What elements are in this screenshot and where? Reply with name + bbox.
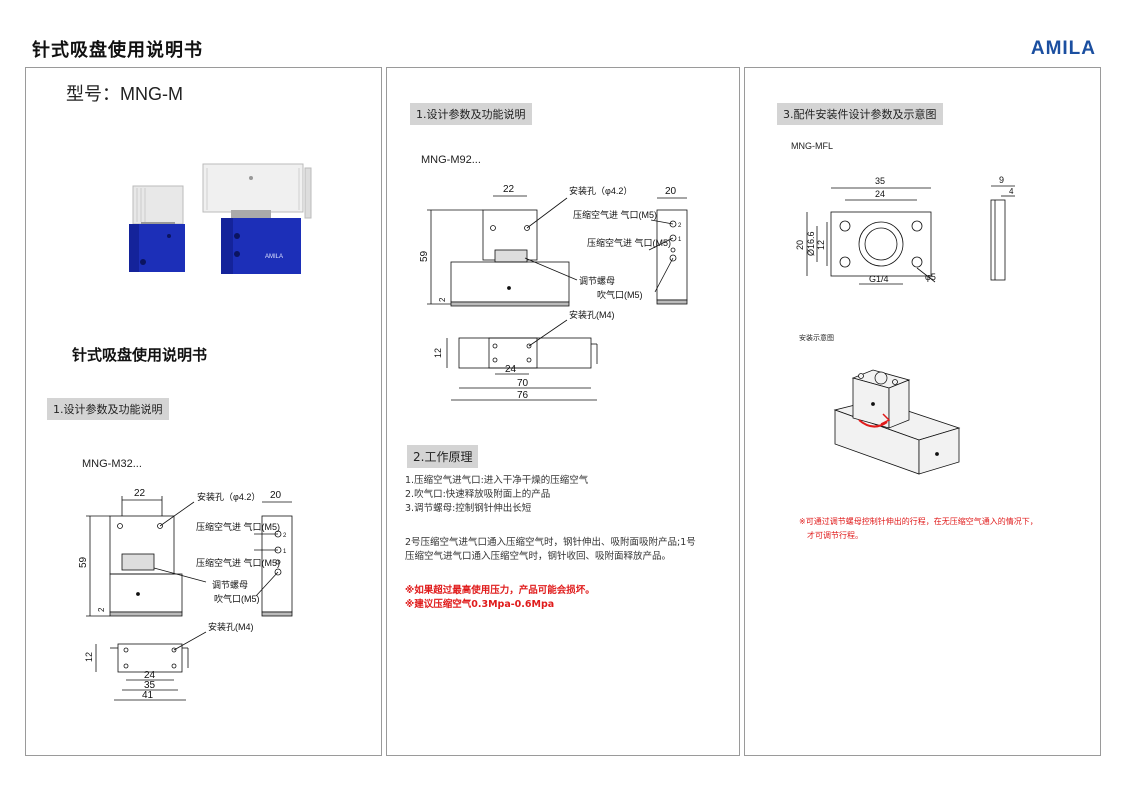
operation-line-2: 压缩空气进气口通入压缩空气时，钢针收回、吸附面释放产品。 <box>405 551 672 562</box>
label-air-inlet-2: 压缩空气进 气口(M5) <box>196 521 280 532</box>
page-title: 针式吸盘使用说明书 <box>32 40 203 61</box>
label-air-inlet-2: 压缩空气进 气口(M5) <box>573 209 657 220</box>
principle-line-1: 1.压缩空气进气口:进入干净干燥的压缩空气 <box>405 475 589 486</box>
brand-logo: AMILA <box>1030 38 1096 59</box>
dim-2: 2 <box>438 297 447 302</box>
model-code-3: MNG-MFL <box>791 141 833 151</box>
label-air-inlet-1: 压缩空气进 气口(M5) <box>587 237 671 248</box>
dim-4: 4 <box>1009 187 1014 196</box>
section-tag-accessory: 3.配件安装件设计参数及示意图 <box>777 103 943 125</box>
drawing-m32: 22 20 59 2 12 24 35 41 安装孔（φ4.2） 压缩空气进 气… <box>78 488 293 701</box>
panel-accessory: 3.配件安装件设计参数及示意图 MNG-MFL 35 24 20 Ø16.6 1… <box>744 67 1101 756</box>
operation-line-1: 2号压缩空气进气口通入压缩空气时，钢针伸出、吸附面吸附产品;1号 <box>405 537 696 548</box>
model-heading: 型号：MNG-M <box>66 84 183 104</box>
dim-24: 24 <box>875 189 885 199</box>
photo-logo: AMILA <box>265 254 283 260</box>
dim-9: 9 <box>999 175 1004 185</box>
dim-12: 12 <box>433 348 443 358</box>
dim-22: 22 <box>503 184 515 195</box>
panel-intro: 型号：MNG-M AMILA 针式吸盘使用说明书 1.设计参数及功能说明 MNG… <box>25 67 382 756</box>
install-illustration <box>833 369 961 475</box>
section-tag-design: 1.设计参数及功能说明 <box>47 398 169 420</box>
dim-24: 24 <box>144 670 156 681</box>
principle-line-2: 2.吹气口:快速释放吸附面上的产品 <box>405 489 551 500</box>
model-code: MNG-M32... <box>82 458 142 470</box>
dim-59: 59 <box>78 556 89 568</box>
dim-16-6: Ø16.6 <box>806 231 816 256</box>
label-mount-hole: 安装孔（φ4.2） <box>197 491 260 502</box>
label-blow-port: 吹气口(M5) <box>597 289 643 300</box>
port-label-2: 2 <box>678 223 682 229</box>
dim-phi5: φ5 <box>925 272 936 282</box>
dim-20: 20 <box>270 490 282 501</box>
install-caption: 安装示意图 <box>799 335 834 342</box>
dim-76: 76 <box>517 390 529 401</box>
dim-70: 70 <box>517 378 529 389</box>
section-tag-design-2: 1.设计参数及功能说明 <box>410 103 532 125</box>
port-label-1: 1 <box>678 237 682 243</box>
panel-principle: 1.设计参数及功能说明 MNG-M92... <box>386 67 740 756</box>
label-blow-port: 吹气口(M5) <box>214 593 260 604</box>
section-tag-principle: 2.工作原理 <box>407 445 479 468</box>
dim-12: 12 <box>816 240 826 250</box>
model-code-2: MNG-M92... <box>421 154 481 166</box>
dim-24: 24 <box>505 364 517 375</box>
note-line-2: 才可调节行程。 <box>807 531 863 540</box>
dim-2: 2 <box>97 607 106 612</box>
label-mount-m4: 安装孔(M4) <box>208 621 254 632</box>
port-label-1: 1 <box>283 549 287 555</box>
dim-35: 35 <box>875 176 885 186</box>
drawing-m92: 22 20 59 2 12 24 70 76 安装孔（φ4.2） 压缩空气进 气… <box>419 184 688 401</box>
warning-recommended: ※建议压缩空气0.3Mpa-0.6Mpa <box>405 599 555 610</box>
label-adjust-nut: 调节螺母 <box>579 276 615 286</box>
product-photo: AMILA <box>129 163 312 274</box>
dim-59: 59 <box>419 250 430 262</box>
label-adjust-nut: 调节螺母 <box>212 580 248 590</box>
label-mount-m4: 安装孔(M4) <box>569 309 615 320</box>
port-label-2: 2 <box>283 533 287 539</box>
note-line-1: ※可通过调节螺母控制针伸出的行程，在无压缩空气通入的情况下， <box>799 517 1038 526</box>
dim-22: 22 <box>134 488 146 499</box>
dim-20: 20 <box>665 186 677 197</box>
drawing-mfl: 35 24 20 Ø16.6 12 G1/4 φ5 9 4 <box>795 175 1015 285</box>
doc-title: 针式吸盘使用说明书 <box>72 346 208 364</box>
principle-line-3: 3.调节螺母:控制钢针伸出长短 <box>405 503 532 514</box>
label-mount-hole: 安装孔（φ4.2） <box>569 185 632 196</box>
dim-41: 41 <box>142 690 154 701</box>
dim-g14: G1/4 <box>869 274 889 284</box>
warning-pressure: ※如果超过最高使用压力，产品可能会损坏。 <box>405 585 595 596</box>
dim-12: 12 <box>84 652 94 662</box>
label-air-inlet-1: 压缩空气进 气口(M5) <box>196 557 280 568</box>
dim-20: 20 <box>795 240 805 250</box>
dim-35: 35 <box>144 680 156 691</box>
